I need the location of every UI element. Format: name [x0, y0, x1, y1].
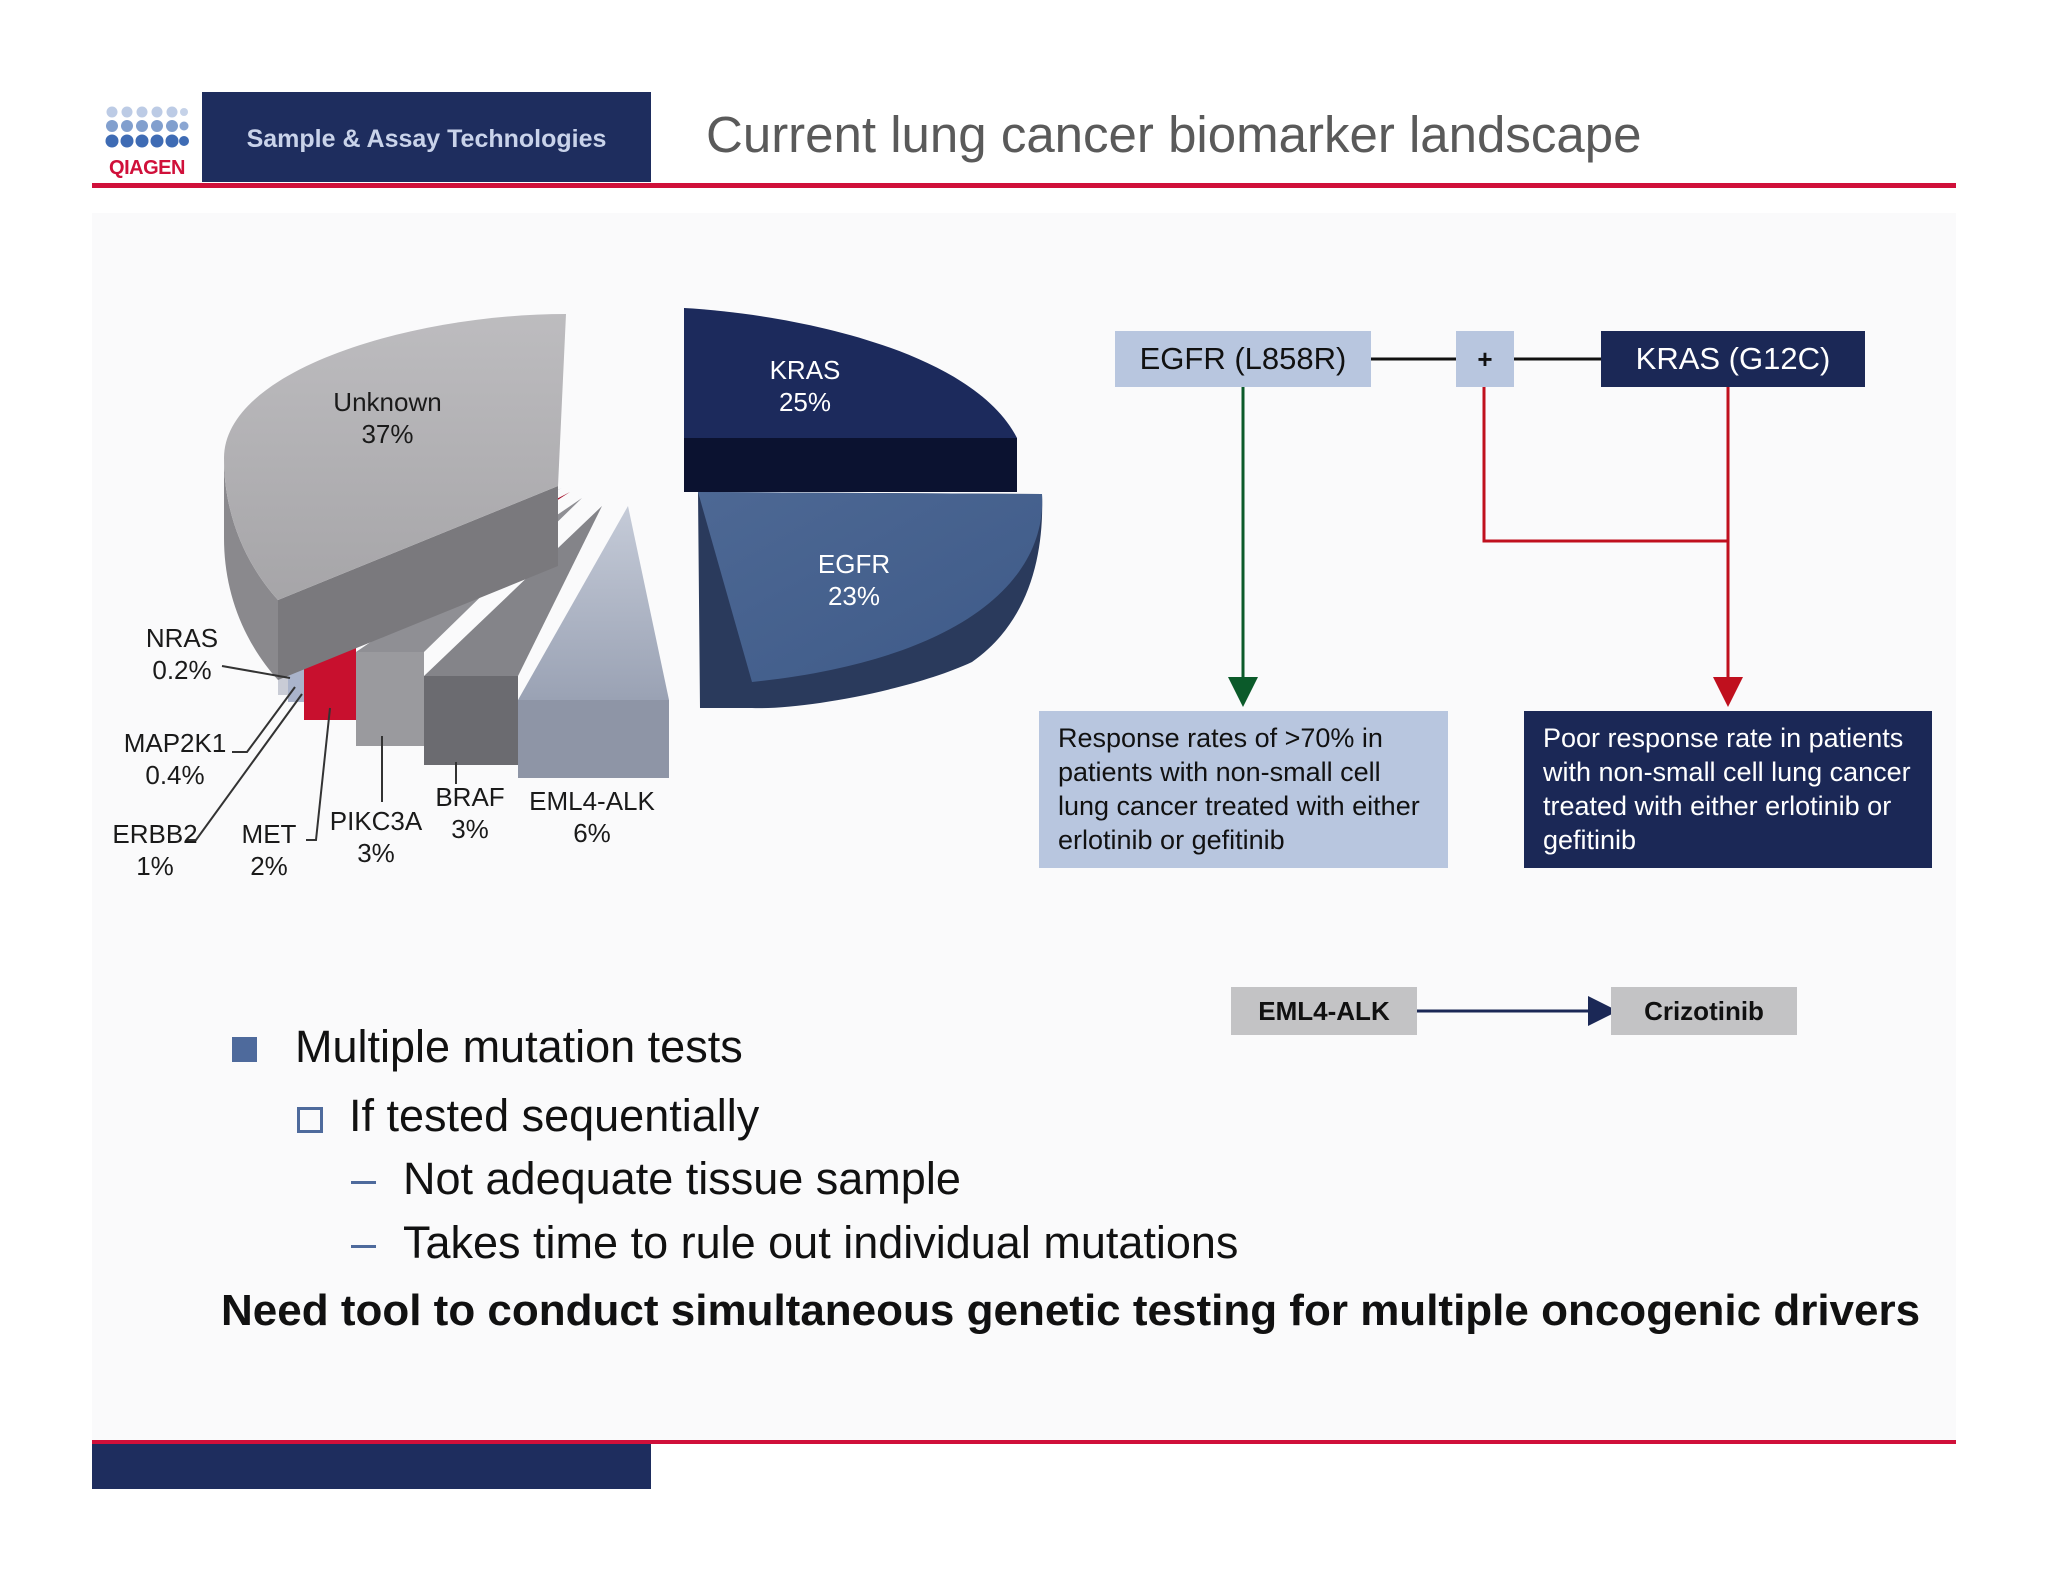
label-egfr: EGFR 23% — [804, 548, 904, 612]
label-kras: KRAS 25% — [755, 354, 855, 418]
label-erbb2: ERBB2 1% — [104, 818, 206, 882]
label-map2k1: MAP2K1 0.4% — [116, 727, 234, 791]
brand-tagline: Sample & Assay Technologies — [246, 125, 607, 153]
header-divider — [92, 183, 1956, 188]
bullet-dash-icon: – — [351, 1217, 377, 1268]
label-map2k1-name: MAP2K1 — [123, 728, 227, 758]
bullet-level3-a-text: Not adequate tissue sample — [403, 1153, 961, 1204]
label-unknown-value: 37% — [361, 419, 414, 449]
plus-box: + — [1456, 331, 1514, 387]
bullet-square-icon — [232, 1037, 257, 1062]
label-unknown-name: Unknown — [333, 387, 442, 417]
slice-egfr — [698, 492, 1043, 709]
label-kras-value: 25% — [778, 387, 832, 417]
label-kras-name: KRAS — [769, 355, 841, 385]
label-egfr-name: EGFR — [817, 549, 891, 579]
label-eml4-alk-name: EML4-ALK — [529, 786, 655, 816]
slice-eml4-alk — [518, 506, 669, 778]
crizotinib-box: Crizotinib — [1611, 987, 1797, 1035]
label-unknown: Unknown 37% — [330, 386, 445, 450]
leader-nras — [221, 665, 291, 679]
bullet-level3-b-text: Takes time to rule out individual mutati… — [403, 1217, 1239, 1268]
slice-unknown — [224, 314, 566, 680]
connector-plus-kras-join — [1482, 387, 1728, 543]
label-braf-name: BRAF — [435, 782, 505, 812]
brand-tagline-band: Sample & Assay Technologies — [202, 92, 651, 182]
qiagen-logo: QIAGEN — [105, 106, 189, 178]
eml4-alk-box: EML4-ALK — [1231, 987, 1417, 1035]
label-erbb2-value: 1% — [136, 851, 174, 881]
label-eml4-alk-value: 6% — [573, 818, 611, 848]
label-egfr-value: 23% — [827, 581, 881, 611]
kras-mutation-box: KRAS (G12C) — [1601, 331, 1865, 387]
label-nras-value: 0.2% — [152, 655, 212, 685]
label-pikc3a: PIKC3A 3% — [322, 805, 430, 869]
label-braf: BRAF 3% — [425, 781, 515, 845]
biomarker-pie-chart — [186, 308, 1043, 841]
egfr-mutation-box: EGFR (L858R) — [1115, 331, 1371, 387]
page-title: Current lung cancer biomarker landscape — [706, 106, 1642, 163]
leader-erbb2 — [186, 693, 303, 841]
label-eml4-alk: EML4-ALK 6% — [521, 785, 663, 849]
label-met: MET 2% — [233, 818, 305, 882]
label-pikc3a-value: 3% — [357, 838, 395, 868]
footer-divider — [92, 1440, 1956, 1444]
slice-kras — [684, 308, 1017, 492]
label-met-name: MET — [241, 819, 297, 849]
label-met-value: 2% — [250, 851, 288, 881]
bullet-level1-text: Multiple mutation tests — [295, 1021, 743, 1072]
label-braf-value: 3% — [451, 814, 489, 844]
label-map2k1-value: 0.4% — [145, 760, 205, 790]
label-nras: NRAS 0.2% — [132, 622, 232, 686]
response-good-box: Response rates of >70% in patients with … — [1039, 711, 1448, 868]
label-nras-name: NRAS — [145, 623, 219, 653]
logo-text: QIAGEN — [109, 157, 185, 178]
bullet-level2-text: If tested sequentially — [349, 1090, 760, 1141]
conclusion-statement: Need tool to conduct simultaneous geneti… — [221, 1286, 1921, 1335]
leader-map2k1 — [232, 686, 296, 753]
bullet-dash-icon: – — [351, 1153, 377, 1204]
bullet-hollow-square-icon — [297, 1107, 323, 1133]
response-poor-box: Poor response rate in patients with non-… — [1524, 711, 1932, 868]
leader-met — [306, 707, 331, 841]
footer-band — [92, 1444, 651, 1489]
label-erbb2-name: ERBB2 — [112, 819, 198, 849]
label-pikc3a-name: PIKC3A — [329, 806, 423, 836]
